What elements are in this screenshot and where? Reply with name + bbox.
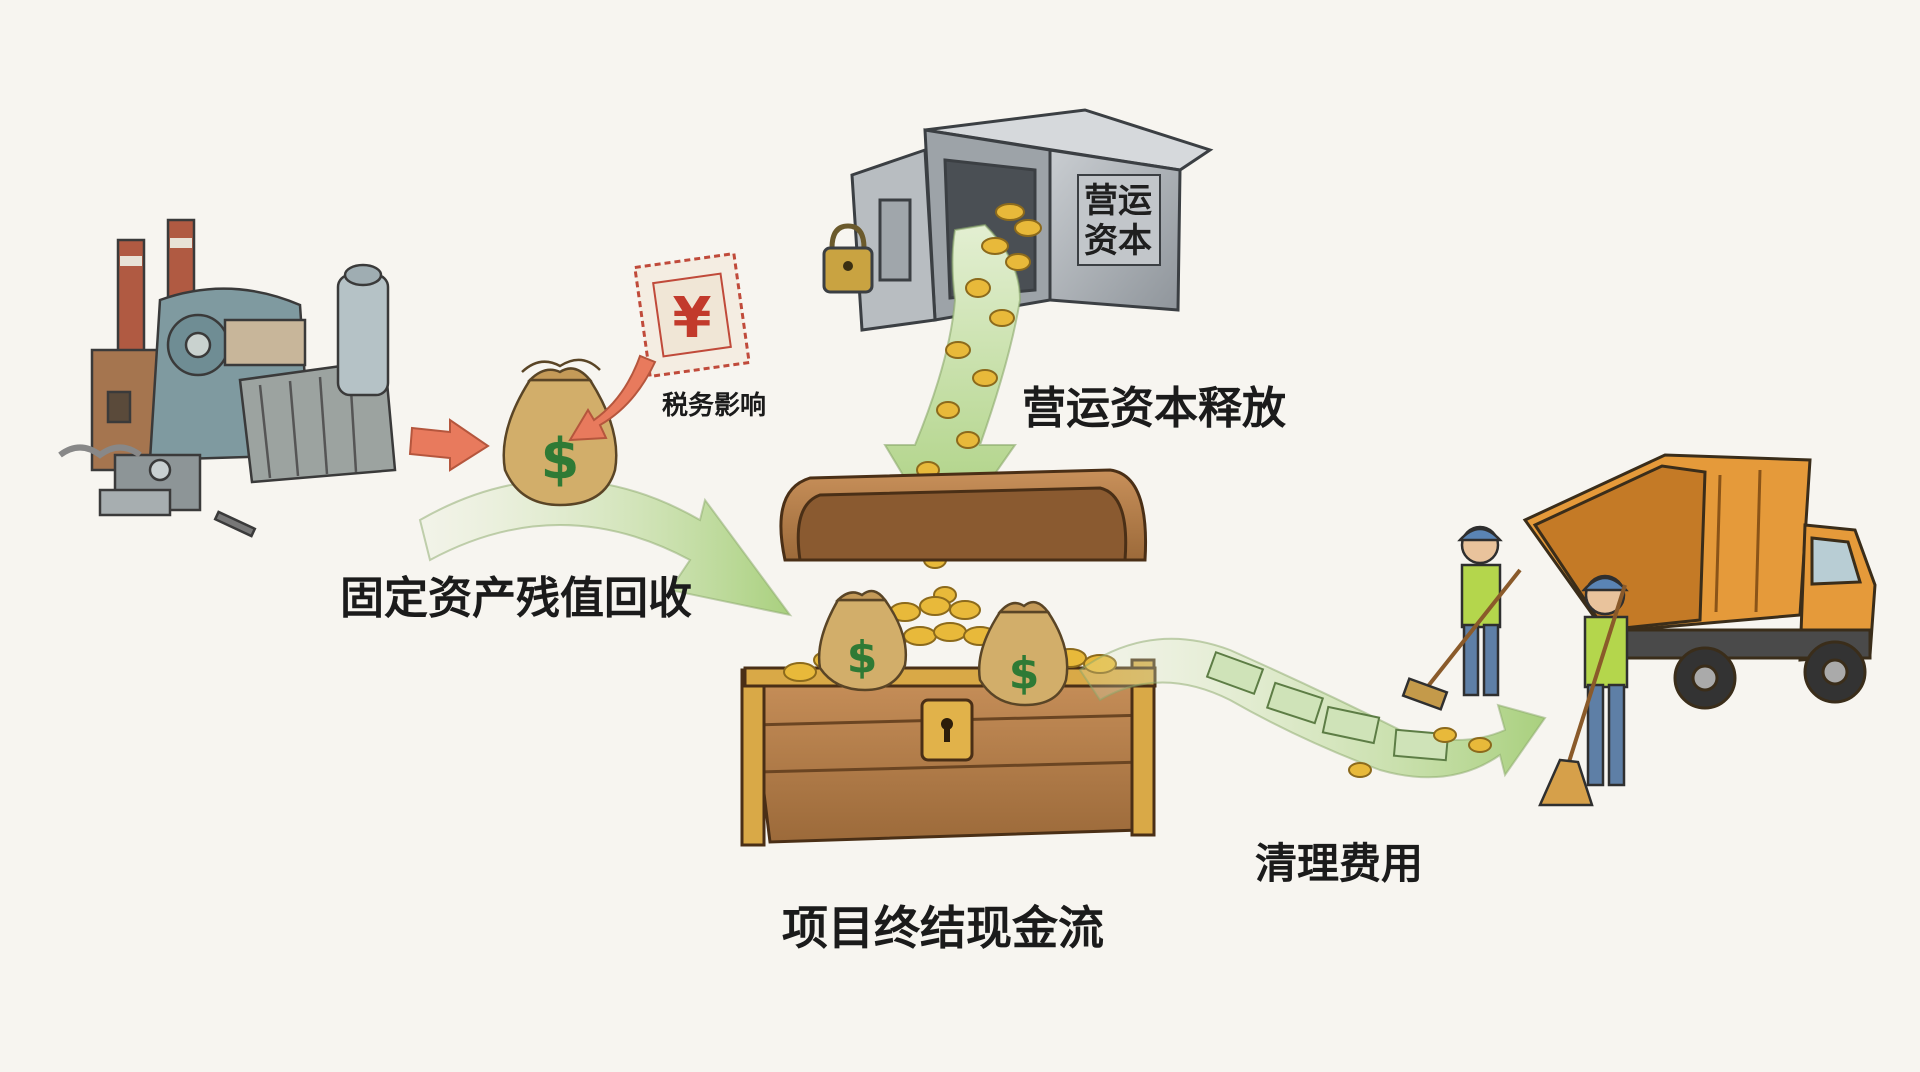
worker-sweeping-front <box>1538 574 1629 807</box>
money-bag-in-chest-left: $ <box>817 589 907 692</box>
hard-hat-icon <box>1457 527 1503 542</box>
money-bag-in-chest-right: $ <box>978 600 1069 707</box>
dollar-sign-icon: $ <box>1009 648 1040 699</box>
safe-sign-line2: 资本 <box>1084 221 1152 261</box>
steel-safe <box>822 108 1214 332</box>
working-capital-release-label: 营运资本释放 <box>1022 383 1286 434</box>
old-factory-machinery <box>58 218 397 538</box>
broom-handle <box>1423 568 1522 692</box>
safe-sign-line1: 营运 <box>1084 181 1152 221</box>
dollar-sign-icon: $ <box>847 632 878 683</box>
dump-truck <box>1522 453 1877 710</box>
tax-stamp-icon: ¥ <box>633 251 751 379</box>
yuan-symbol: ¥ <box>673 286 712 351</box>
worker-sweeping-back <box>1401 525 1522 711</box>
chest-band-left <box>740 668 766 847</box>
cleanup-cost-label: 清理费用 <box>1255 839 1424 888</box>
safety-vest <box>1583 615 1629 689</box>
pouring-coins <box>898 203 1042 604</box>
padlock-shackle <box>829 223 867 249</box>
salvage-to-bag-arrow <box>408 418 490 472</box>
straw-broom-icon <box>1538 758 1594 807</box>
push-broom-icon <box>1401 677 1449 711</box>
broom-handle <box>1566 584 1627 766</box>
fixed-asset-salvage-label: 固定资产残值回收 <box>340 573 692 624</box>
tax-effect-label: 税务影响 <box>662 391 767 421</box>
tax-effect-arrow <box>568 354 657 442</box>
boiler-tank <box>336 273 390 397</box>
pipe <box>58 444 142 459</box>
flowing-banknotes <box>1205 650 1492 778</box>
terminal-cash-flow-label: 项目终结现金流 <box>782 901 1104 955</box>
hard-hat-icon <box>1581 576 1629 592</box>
wrench <box>213 510 257 538</box>
